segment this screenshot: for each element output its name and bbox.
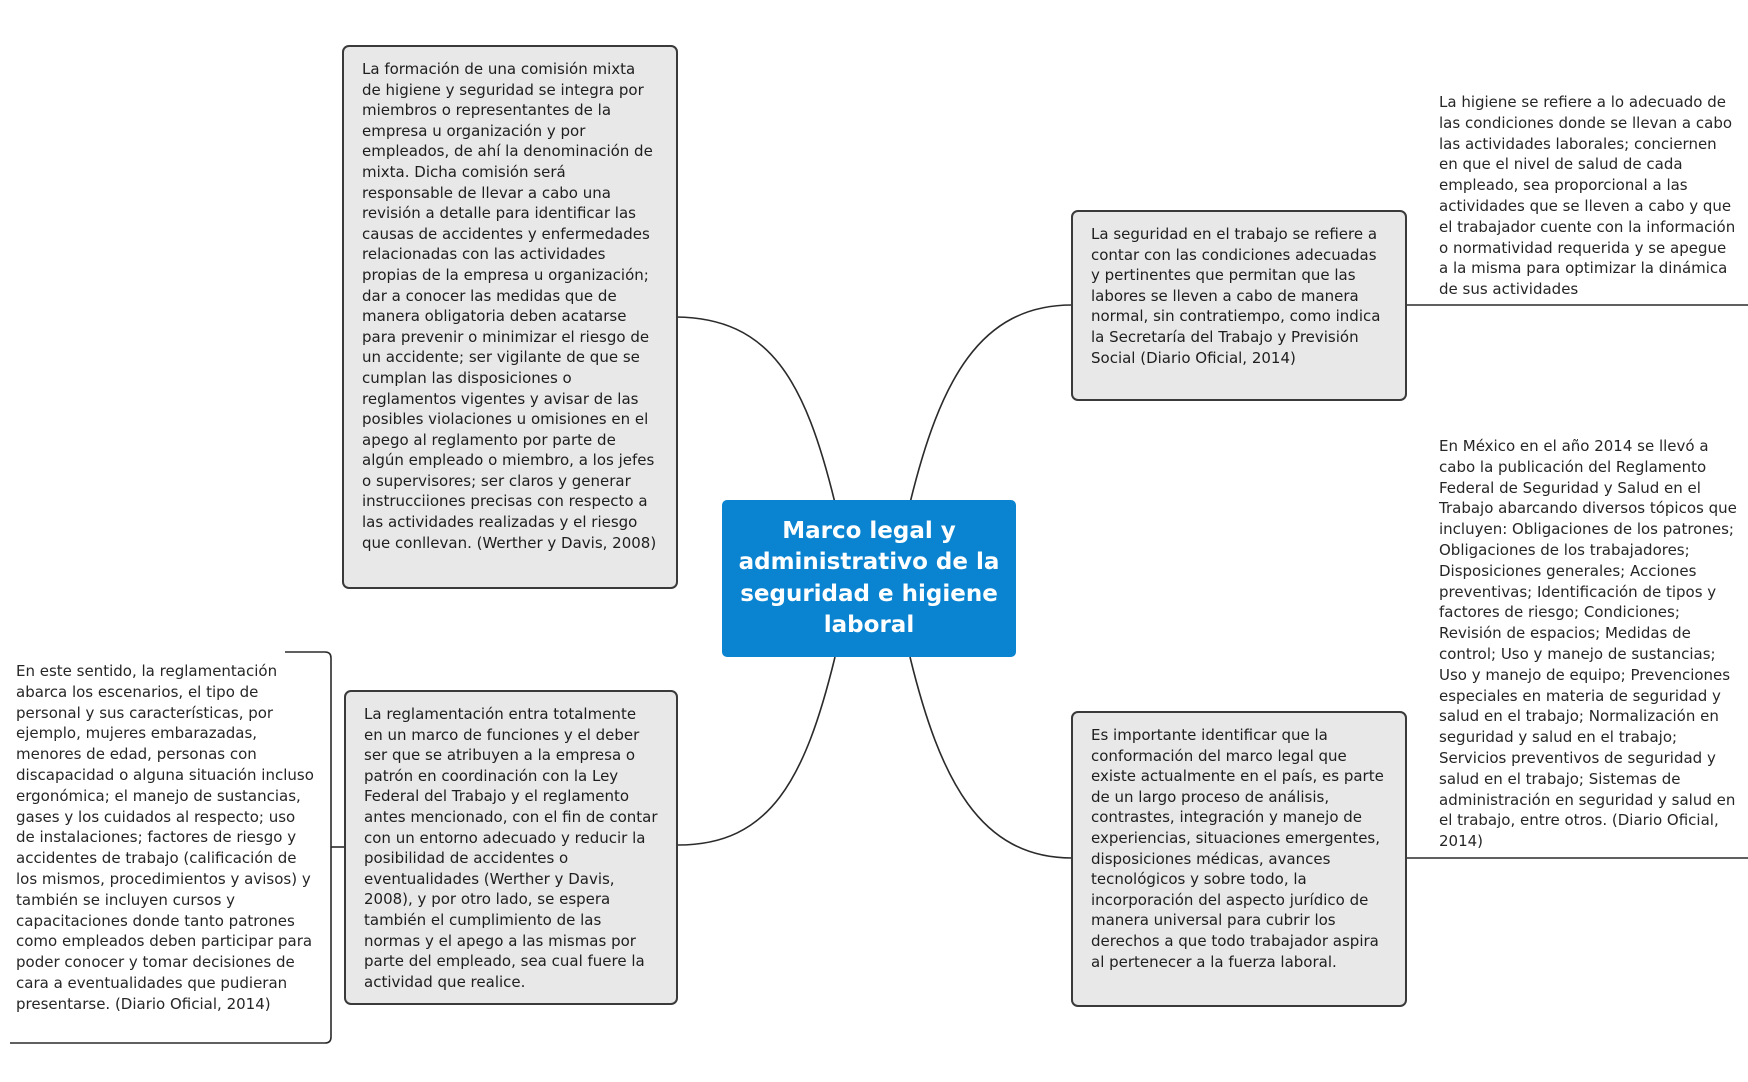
node-comision-mixta[interactable]: La formación de una comisión mixta de hi… [342,45,678,589]
node-marco-legal-importancia-text: Es importante identificar que la conform… [1091,726,1384,971]
connector-central-to-comision [675,316,836,504]
note-reglamento-2014: En México en el año 2014 se llevó a cabo… [1439,436,1743,852]
connector-central-to-reglamentacion [677,656,836,846]
note-reglamento-2014-text: En México en el año 2014 se llevó a cabo… [1439,437,1737,851]
note-reglamentacion-escenarios-text: En este sentido, la reglamentación abarc… [16,662,314,1013]
connector-central-to-marco [909,656,1073,859]
central-topic[interactable]: Marco legal y administrativo de la segur… [722,500,1016,657]
central-topic-title: Marco legal y administrativo de la segur… [738,517,1000,639]
node-reglamentacion[interactable]: La reglamentación entra totalmente en un… [344,690,678,1005]
note-reglamentacion-escenarios: En este sentido, la reglamentación abarc… [16,661,314,1015]
node-seguridad-trabajo-text: La seguridad en el trabajo se refiere a … [1091,225,1381,367]
note-higiene-text: La higiene se refiere a lo adecuado de l… [1439,93,1736,299]
connector-central-to-seguridad [909,304,1073,504]
note-higiene: La higiene se refiere a lo adecuado de l… [1439,92,1739,300]
node-marco-legal-importancia[interactable]: Es importante identificar que la conform… [1071,711,1407,1007]
node-reglamentacion-text: La reglamentación entra totalmente en un… [364,705,658,991]
node-seguridad-trabajo[interactable]: La seguridad en el trabajo se refiere a … [1071,210,1407,401]
node-comision-mixta-text: La formación de una comisión mixta de hi… [362,60,657,552]
